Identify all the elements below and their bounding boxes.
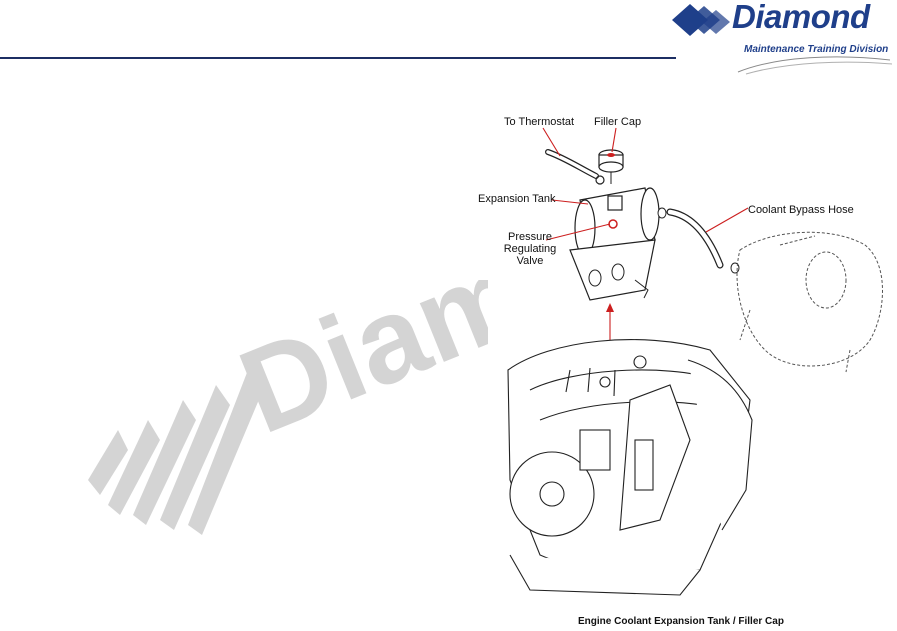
diamond-logo: Diamond Maintenance Training Division [668, 0, 897, 78]
label-filler-cap: Filler Cap [594, 116, 642, 128]
label-expansion-tank: Expansion Tank [478, 193, 556, 205]
diamond-logo-mark-icon [672, 4, 893, 75]
figure-caption: Engine Coolant Expansion Tank / Filler C… [578, 616, 784, 627]
watermark-stripes-icon [88, 370, 263, 535]
watermark-text: Diam [223, 280, 488, 459]
diagram-drawing [507, 127, 883, 596]
label-pressure-regulating-valve: Pressure Regulating Valve [503, 231, 557, 267]
expansion-tank-icon [569, 187, 660, 301]
header-rule [0, 57, 676, 59]
diamond-watermark: Diam [88, 280, 488, 535]
engine-icon [507, 339, 753, 596]
brand-subtitle: Maintenance Training Division [744, 44, 889, 55]
brand-name: Diamond [732, 0, 870, 35]
label-to-thermostat: To Thermostat [504, 116, 575, 128]
filler-cap-icon [598, 149, 624, 184]
label-coolant-bypass-hose: Coolant Bypass Hose [748, 204, 854, 216]
water-pump-outline-icon [736, 231, 883, 373]
coolant-diagram: To Thermostat Filler Cap Expansion Tank … [470, 100, 897, 610]
